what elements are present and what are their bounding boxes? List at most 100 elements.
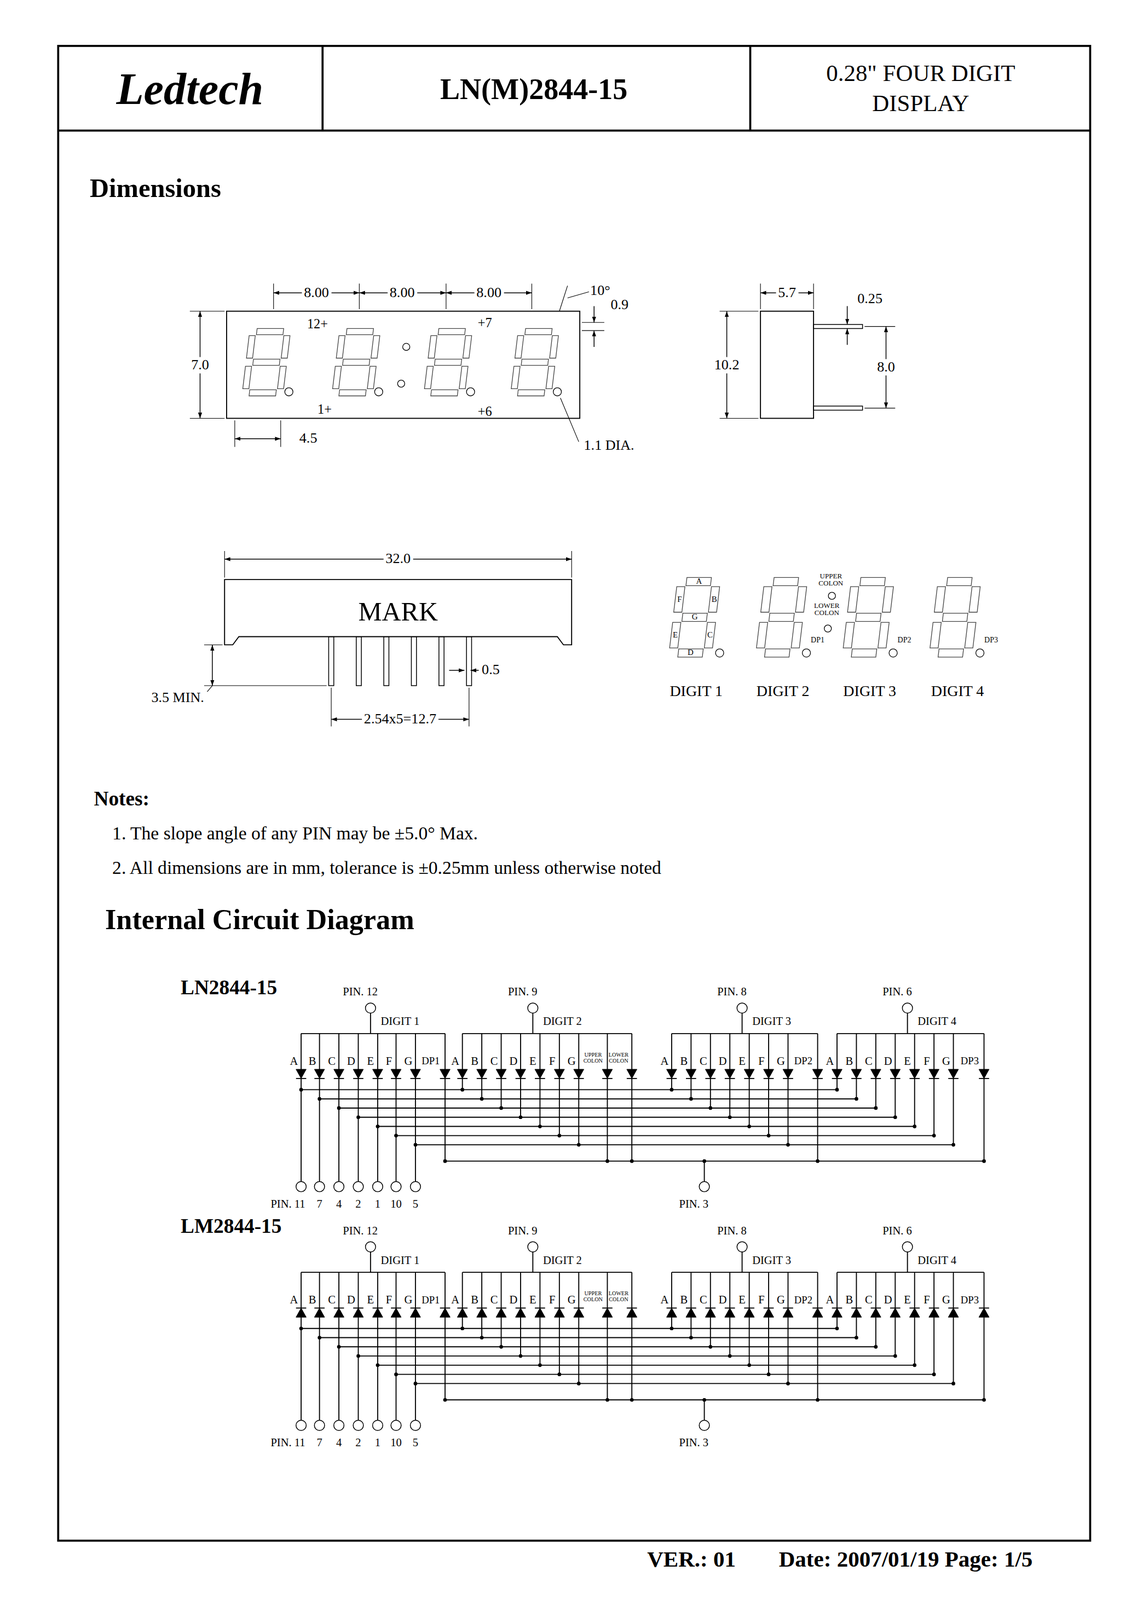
segment-outline (795, 586, 807, 613)
segment-label: LOWER COLON (813, 603, 840, 618)
common-wire (837, 1033, 985, 1035)
section-heading: Dimensions (89, 173, 222, 205)
wire (983, 1078, 985, 1162)
wire (300, 1034, 302, 1070)
dimension-label: 10.2 (712, 357, 742, 374)
wire (338, 1034, 340, 1070)
pin-label: PIN. 9 (508, 985, 538, 1000)
wire (953, 1272, 955, 1309)
common-wire (837, 1272, 985, 1274)
segment-outline (332, 366, 342, 389)
wire (953, 1317, 955, 1384)
segment-label: DP2 (897, 636, 912, 646)
segment-label: G (404, 1294, 413, 1308)
segment-bus (319, 1337, 857, 1340)
dimension-label: 8.00 (387, 284, 417, 302)
segment-label: D (509, 1054, 518, 1069)
segment-outline (756, 622, 769, 649)
leader-line (207, 685, 213, 692)
segment-outline (677, 649, 704, 658)
diode-bar (978, 1308, 990, 1310)
wire (444, 1078, 446, 1162)
segment-outline (524, 328, 553, 335)
led-diode (928, 1308, 940, 1318)
diode-bar (515, 1308, 527, 1310)
wire (358, 1317, 360, 1421)
wire (748, 1034, 750, 1070)
led-diode (534, 1308, 546, 1318)
wire (377, 1317, 379, 1421)
segment-outline (768, 613, 795, 622)
segment-bus (358, 1355, 896, 1358)
segment-outline (459, 366, 469, 389)
pin-label: PIN. 6 (882, 985, 913, 1000)
extension-line (581, 330, 605, 332)
segment-label: E (367, 1294, 375, 1308)
segment-bus (445, 1161, 985, 1163)
segment-outline (430, 389, 459, 396)
segment-outline (367, 366, 377, 389)
wire (481, 1317, 483, 1338)
segment-label: DP2 (794, 1294, 813, 1307)
wire (532, 1013, 534, 1035)
led-diode (812, 1069, 823, 1079)
led-diode (353, 1308, 364, 1318)
wire (338, 1272, 340, 1309)
lead-pin (813, 406, 863, 411)
led-diode (909, 1069, 920, 1079)
segment-label: A (290, 1054, 299, 1069)
digit-label: DIGIT 4 (917, 1254, 957, 1268)
dimension-label: 8.00 (474, 284, 504, 302)
wire (710, 1272, 712, 1309)
extension-line (224, 551, 225, 578)
led-diode (333, 1069, 345, 1079)
segment-outline (281, 335, 291, 359)
common-wire (671, 1033, 818, 1035)
wire (414, 1078, 417, 1182)
extension-line (760, 283, 761, 310)
wire (710, 1034, 712, 1070)
led-diode (909, 1308, 920, 1318)
led-diode (782, 1069, 794, 1079)
segment-outline (242, 366, 252, 389)
common-wire (671, 1272, 818, 1274)
wire (500, 1034, 502, 1070)
wire (377, 1078, 379, 1182)
led-diode (666, 1069, 678, 1079)
led-diode (928, 1069, 940, 1079)
wire (578, 1272, 580, 1309)
pin-pad (527, 1003, 539, 1014)
segment-outline (669, 622, 682, 649)
segment-outline (428, 335, 437, 359)
segment-outline (256, 328, 284, 335)
wire (933, 1317, 935, 1375)
extension-line (864, 407, 896, 409)
extension-line (204, 644, 223, 646)
wire (370, 1252, 372, 1273)
wire (914, 1272, 916, 1309)
segment-letter: B (711, 595, 718, 604)
pin-pad (390, 1181, 402, 1193)
wire (741, 1013, 743, 1035)
segment-label: E (529, 1294, 537, 1308)
segment-label: F (385, 1294, 392, 1308)
wire (414, 1317, 417, 1421)
digit-label: DIGIT 1 (669, 683, 723, 701)
segment-box: F (673, 586, 686, 613)
led-diode (372, 1308, 384, 1318)
wire (817, 1078, 819, 1162)
pin-pad (296, 1421, 307, 1432)
segment-outline (704, 622, 717, 649)
wire (395, 1272, 397, 1309)
pin-label: PIN. 12 (342, 1224, 378, 1238)
segment-outline (345, 328, 374, 335)
wire (444, 1034, 446, 1070)
wire (894, 1078, 896, 1118)
extension-line (445, 283, 447, 310)
wire (558, 1078, 561, 1136)
diode-bar (782, 1308, 794, 1310)
wire (395, 1078, 397, 1182)
dimension-label: 8.0 (874, 359, 897, 376)
led-diode (296, 1308, 307, 1318)
segment-outline (434, 359, 463, 366)
